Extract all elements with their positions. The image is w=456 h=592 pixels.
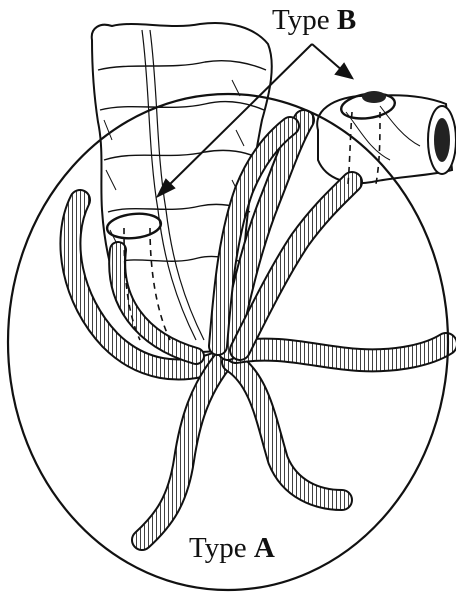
- type-b-letter: B: [337, 4, 356, 36]
- type-b-word: Type: [272, 4, 330, 36]
- type-a-word: Type: [189, 532, 247, 564]
- type-b-label: Type B: [272, 6, 356, 35]
- type-a-letter: A: [254, 532, 275, 564]
- type-a-label: Type A: [189, 534, 275, 563]
